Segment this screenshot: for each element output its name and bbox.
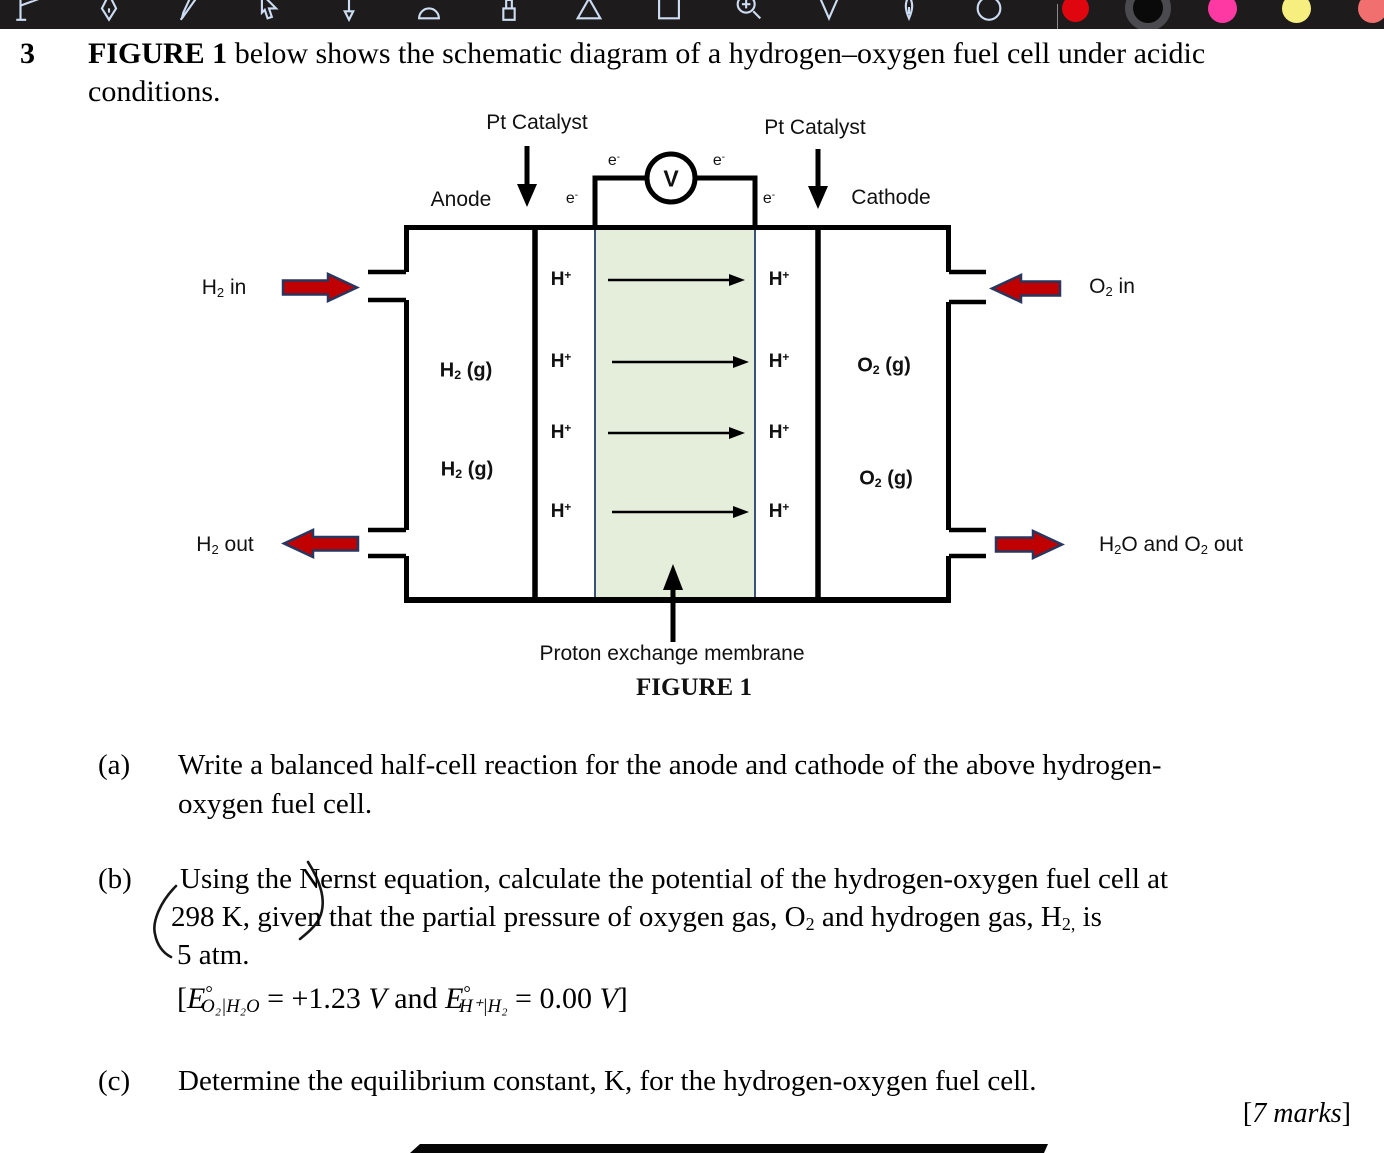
membrane-pointer-arrow <box>663 564 683 642</box>
ballpoint-pen-icon[interactable] <box>172 0 206 27</box>
highlighter-icon[interactable] <box>492 0 526 27</box>
eraser-icon[interactable] <box>412 0 446 27</box>
standard-potentials-formula: [E°O₂|H₂O = +1.23 V and E°H⁺|H₂ = 0.00 V… <box>177 982 628 1018</box>
checkmark-tool-icon[interactable] <box>812 0 846 27</box>
electron-label: e- <box>565 190 579 207</box>
membrane-label: Proton exchange membrane <box>539 642 805 665</box>
h2-gas-label: H2 (g) <box>439 359 493 383</box>
anode-label: Anode <box>430 188 492 211</box>
pt-catalyst-arrows <box>517 146 828 209</box>
question-number: 3 <box>20 37 35 70</box>
h2-in-label: H2 in <box>201 276 247 300</box>
redacted-strip <box>410 1144 1048 1153</box>
part-a-line1: Write a balanced half-cell reaction for … <box>178 749 1162 781</box>
pt-catalyst-label-left: Pt Catalyst <box>486 111 588 134</box>
part-c-line1: Determine the equilibrium constant, K, f… <box>178 1065 1037 1097</box>
shape-triangle-icon[interactable] <box>572 0 606 27</box>
h-plus-label: H+ <box>550 269 572 290</box>
proton-exchange-membrane <box>594 226 756 599</box>
coral-pen-swatch[interactable] <box>1357 0 1384 23</box>
part-b-label: (b) <box>98 863 132 895</box>
shape-square-icon[interactable] <box>652 0 686 27</box>
part-b-line1: Using the Nernst equation, calculate the… <box>180 863 1169 895</box>
voltmeter-label: V <box>663 165 679 192</box>
question-line1: FIGURE 1 below shows the schematic diagr… <box>88 37 1206 70</box>
electron-label: e- <box>712 152 726 169</box>
question-line2: conditions. <box>88 75 221 108</box>
fountain-pen-icon[interactable] <box>92 0 126 27</box>
figure-caption: FIGURE 1 <box>636 674 752 701</box>
o2-gas-label: O2 (g) <box>859 467 913 491</box>
part-b-line3: 5 atm. <box>177 939 250 971</box>
pt-catalyst-label-right: Pt Catalyst <box>764 116 866 139</box>
h-plus-label: H+ <box>550 351 572 372</box>
zoom-tool-icon[interactable] <box>732 0 766 27</box>
shape-ellipse-icon[interactable] <box>972 0 1006 27</box>
h2-out-label: H2 out <box>196 533 254 557</box>
annotation-toolbar <box>0 0 1384 29</box>
cell-outline <box>368 225 986 603</box>
h2o-o2-out-label: H2O and O2 out <box>1098 533 1244 557</box>
o2-in-arrow <box>989 273 1062 304</box>
h-plus-label: H+ <box>768 422 790 443</box>
cathode-label: Cathode <box>851 186 931 209</box>
part-a-line2: oxygen fuel cell. <box>178 788 373 820</box>
electrodes <box>532 227 821 600</box>
h-plus-label: H+ <box>550 501 572 522</box>
part-b-line2: 298 K, given that the partial pressure o… <box>171 901 1102 934</box>
electron-label: e- <box>607 152 621 169</box>
part-a-label: (a) <box>98 749 131 781</box>
pen-nib-icon[interactable] <box>892 0 926 27</box>
gas-flow-arrows <box>281 272 1065 560</box>
red-pen-swatch[interactable] <box>1061 0 1089 22</box>
voltmeter-circuit <box>592 151 758 229</box>
h2o-o2-out-arrow <box>994 529 1065 560</box>
h-plus-label: H+ <box>768 351 790 372</box>
black-pen-swatch[interactable] <box>1125 0 1171 29</box>
pencil-icon[interactable] <box>332 0 366 27</box>
yellow-pen-swatch[interactable] <box>1281 0 1311 23</box>
h-plus-label: H+ <box>768 501 790 522</box>
proton-flow-arrows <box>608 274 749 518</box>
h2-in-arrow <box>281 272 360 303</box>
h-plus-label: H+ <box>768 269 790 290</box>
voltmeter-dial <box>644 151 698 205</box>
pink-pen-swatch[interactable] <box>1207 0 1237 23</box>
h2-out-arrow <box>281 528 360 559</box>
electron-label: e- <box>762 190 776 207</box>
lasso-select-icon[interactable] <box>252 0 286 27</box>
h2-gas-label: H2 (g) <box>440 458 494 482</box>
flag-tool-icon[interactable] <box>12 0 46 27</box>
marks-label: [7 marks] <box>1242 1098 1351 1129</box>
h-plus-label: H+ <box>550 422 572 443</box>
toolbar-divider <box>1057 4 1058 29</box>
o2-gas-label: O2 (g) <box>857 354 911 378</box>
o2-in-label: O2 in <box>1089 275 1135 299</box>
handwritten-parentheses-annotation <box>153 860 325 959</box>
part-c-label: (c) <box>98 1065 131 1097</box>
